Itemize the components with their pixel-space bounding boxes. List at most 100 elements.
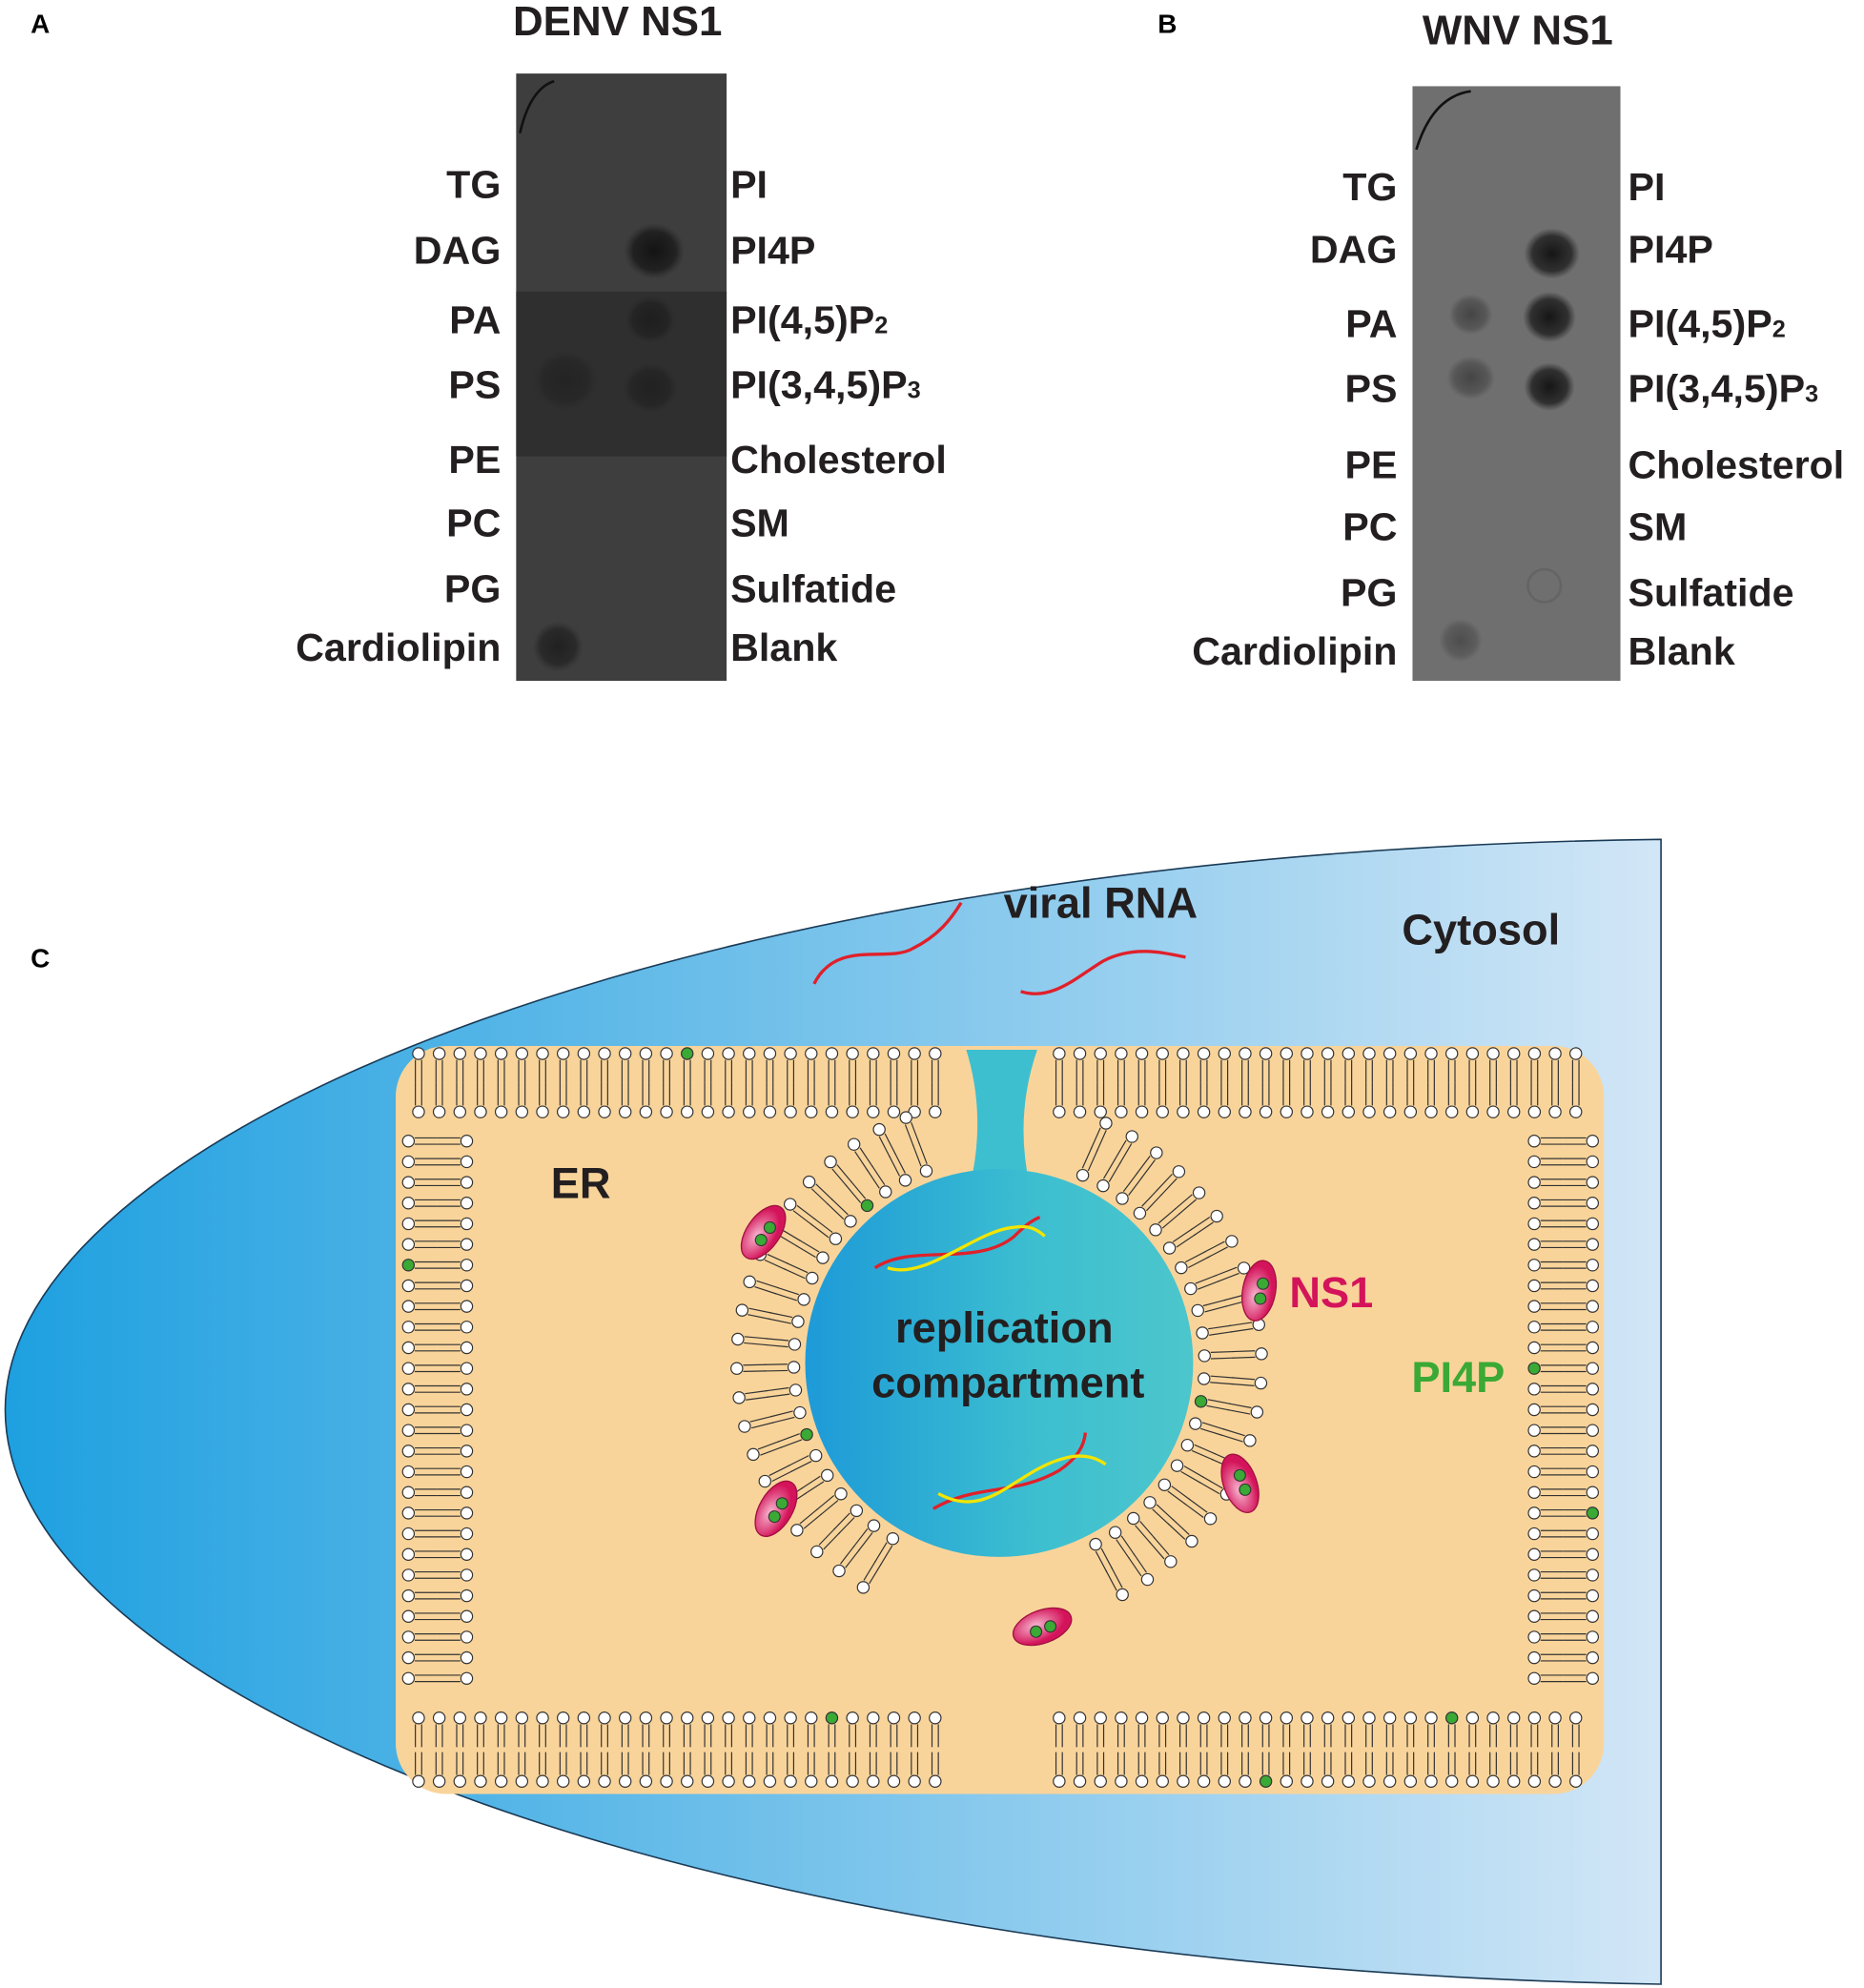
pi4p-dot xyxy=(763,1220,776,1234)
lipid-label-text: PG xyxy=(444,567,502,611)
viral-rna-label: viral RNA xyxy=(1004,879,1198,928)
lipid-label: PC xyxy=(1342,504,1397,548)
denv-blot xyxy=(516,73,727,682)
pi4p-label: PI4P xyxy=(1411,1353,1505,1402)
lipid-label-text: Sulfatide xyxy=(730,567,896,611)
lipid-label-text: PI(4,5)P xyxy=(730,298,874,342)
lipid-label-text: PE xyxy=(1345,442,1398,486)
lipid-label-text: Sulfatide xyxy=(1628,571,1794,615)
compartment-neck xyxy=(966,1050,1037,1186)
lipid-label: PI xyxy=(730,162,768,206)
panel-b-title: WNV NS1 xyxy=(1423,8,1613,54)
lipid-label: PC xyxy=(446,501,501,544)
lipid-label-text: Cardiolipin xyxy=(296,625,501,669)
lipid-label: PE xyxy=(1345,442,1398,486)
lipid-label: PI(4,5)P2 xyxy=(1628,302,1786,346)
lipid-label-text: TG xyxy=(446,162,501,206)
lipid-label-text: PG xyxy=(1341,571,1398,615)
lipid-label: Sulfatide xyxy=(730,567,896,611)
pi4p-dot xyxy=(775,1497,789,1510)
lipid-label-text: Blank xyxy=(730,625,837,669)
lipid-label: PI(3,4,5)P3 xyxy=(1628,367,1819,411)
lipid-label: PA xyxy=(1345,302,1397,346)
replication-label: replication xyxy=(895,1303,1114,1352)
lipid-label-text: PC xyxy=(1342,504,1397,548)
lipid-label: Blank xyxy=(1628,629,1735,673)
pi4p-dot xyxy=(754,1234,768,1247)
wnv-blot xyxy=(1412,86,1621,682)
lipid-label-text: PI4P xyxy=(730,229,815,273)
lipid-label-text: PI xyxy=(730,162,768,206)
lipid-label: Sulfatide xyxy=(1628,571,1794,615)
lipid-label-text: Cholesterol xyxy=(1628,442,1845,486)
ns1-protein xyxy=(1012,1607,1073,1647)
lipid-label: Cardiolipin xyxy=(1192,629,1397,673)
lipid-label-text: PI xyxy=(1628,165,1666,209)
lipid-label-text: Blank xyxy=(1628,629,1735,673)
lipid-label: Cardiolipin xyxy=(296,625,501,669)
panel-a-letter: A xyxy=(31,10,50,39)
lipid-label: Cholesterol xyxy=(1628,442,1845,486)
subscript: 3 xyxy=(1805,381,1818,408)
lipid-label-text: PS xyxy=(448,363,501,407)
lipid-label: PG xyxy=(444,567,502,611)
lipid-label: PE xyxy=(448,438,501,482)
lipid-label-text: PA xyxy=(1345,302,1397,346)
pi4p-dot xyxy=(1254,1292,1267,1305)
pi4p-dot xyxy=(768,1510,781,1524)
ns1-protein xyxy=(754,1480,798,1537)
lipid-label-text: PI(3,4,5)P xyxy=(730,363,908,407)
lipid-label-text: TG xyxy=(1342,165,1397,209)
subscript: 3 xyxy=(908,378,921,404)
ns1-label: NS1 xyxy=(1289,1268,1373,1317)
lipid-label-text: Cardiolipin xyxy=(1192,629,1397,673)
lipid-label-text: SM xyxy=(730,501,789,544)
viral-rna-strands xyxy=(812,901,1186,1510)
ns1-protein xyxy=(740,1204,787,1260)
subscript: 2 xyxy=(874,313,888,339)
lipid-label-text: Cholesterol xyxy=(730,438,947,482)
lipid-label: PI xyxy=(1628,165,1666,209)
compartment-label: compartment xyxy=(871,1358,1144,1406)
panel-c-letter: C xyxy=(31,944,50,974)
lipid-label: SM xyxy=(1628,504,1688,548)
cytosol-label: Cytosol xyxy=(1402,906,1560,954)
lipid-label: PS xyxy=(448,363,501,407)
lipid-label-text: DAG xyxy=(1310,227,1398,271)
lipid-label: DAG xyxy=(1310,227,1398,271)
lipid-label-text: PA xyxy=(449,298,501,342)
lipid-label-text: PS xyxy=(1345,367,1398,411)
lipid-label: PA xyxy=(449,298,501,342)
lipid-label: PI(3,4,5)P3 xyxy=(730,363,921,407)
pi4p-dot xyxy=(1233,1468,1246,1482)
lipid-label: TG xyxy=(446,162,501,206)
pi4p-dot xyxy=(1044,1620,1057,1633)
lipid-label: PG xyxy=(1341,571,1398,615)
lipid-bilayer xyxy=(401,1047,1599,1788)
lipid-label: PI4P xyxy=(1628,227,1713,271)
lipid-label: TG xyxy=(1342,165,1397,209)
subscript: 2 xyxy=(1772,317,1786,343)
ns1-proteins xyxy=(740,1204,1278,1647)
panel-a-title: DENV NS1 xyxy=(513,0,722,45)
er-label: ER xyxy=(551,1159,611,1208)
ns1-protein xyxy=(1240,1260,1278,1322)
lipid-label: DAG xyxy=(414,229,502,273)
compartment-bilayer xyxy=(730,1111,1268,1602)
pi4p-dot xyxy=(1239,1483,1252,1496)
lipid-label-text: PC xyxy=(446,501,501,544)
lipid-label: PI4P xyxy=(730,229,815,273)
lipid-label-text: PI4P xyxy=(1628,227,1713,271)
lipid-label: PS xyxy=(1345,367,1398,411)
lipid-label: PI(4,5)P2 xyxy=(730,298,888,342)
lipid-label: Blank xyxy=(730,625,837,669)
lipid-label-text: PI(4,5)P xyxy=(1628,302,1772,346)
pi4p-dot xyxy=(1030,1625,1043,1638)
panel-a-left-labels: TG DAG PA PS PE PC PG Cardiolipin xyxy=(296,162,501,668)
pi4p-dot xyxy=(1257,1277,1270,1290)
lipid-label-text: PE xyxy=(448,438,501,482)
panel-b-letter: B xyxy=(1157,10,1177,39)
